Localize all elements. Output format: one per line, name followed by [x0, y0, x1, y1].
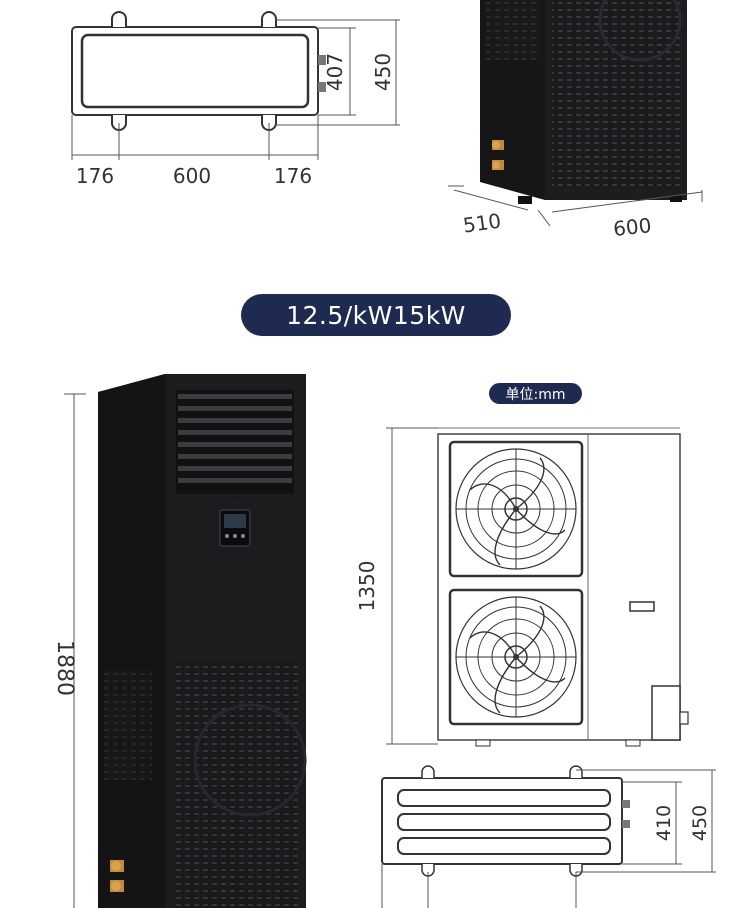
- outdoor-fan-upper: [448, 440, 584, 578]
- outdoor-plan-outer-height-text: 450: [689, 805, 711, 841]
- capacity-banner-title: 12.5/kW15kW: [286, 300, 466, 330]
- outdoor-plan-inner-height-text: 410: [653, 805, 675, 841]
- outdoor-height-text: 1350: [355, 561, 379, 612]
- indoor-cabinet-side: [98, 374, 165, 908]
- dim-center-text: 600: [173, 164, 211, 188]
- svg-text:·: ·: [234, 501, 236, 508]
- dim-right-text: 176: [274, 164, 312, 188]
- outdoor-unit-front-drawing: 1350: [355, 427, 689, 747]
- outdoor-fan-lower: [448, 588, 584, 726]
- dim-width-text: 600: [612, 213, 652, 241]
- dim-inner-height-text: 407: [323, 53, 347, 91]
- top-right-outdoor-drawing: 510 600: [448, 0, 703, 241]
- indoor-height-text: 1880: [52, 640, 77, 696]
- capacity-banner: 12.5/kW15kW: [241, 294, 511, 336]
- indoor-lower-grille: [174, 662, 298, 908]
- dim-outer-height-text: 450: [371, 53, 395, 91]
- unit-label-text: 单位:mm: [505, 386, 566, 403]
- indoor-louvre: [176, 390, 294, 494]
- top-left-plan-drawing: 176 600 176 407 450: [71, 11, 400, 188]
- indoor-unit-drawing: 1880 ·: [52, 374, 307, 908]
- dim-depth-text: 510: [461, 209, 502, 238]
- outdoor-plan-drawing: 410 450: [381, 765, 716, 908]
- dim-left-text: 176: [76, 164, 114, 188]
- outdoor-handle: [629, 601, 655, 612]
- indoor-copper-fittings: [110, 860, 124, 892]
- outdoor-service-panel: [651, 685, 681, 741]
- plan-inner-panel: [80, 33, 310, 109]
- unit-label: 单位:mm: [489, 383, 582, 404]
- indoor-control-panel: [219, 509, 251, 547]
- copper-fittings: [492, 140, 504, 170]
